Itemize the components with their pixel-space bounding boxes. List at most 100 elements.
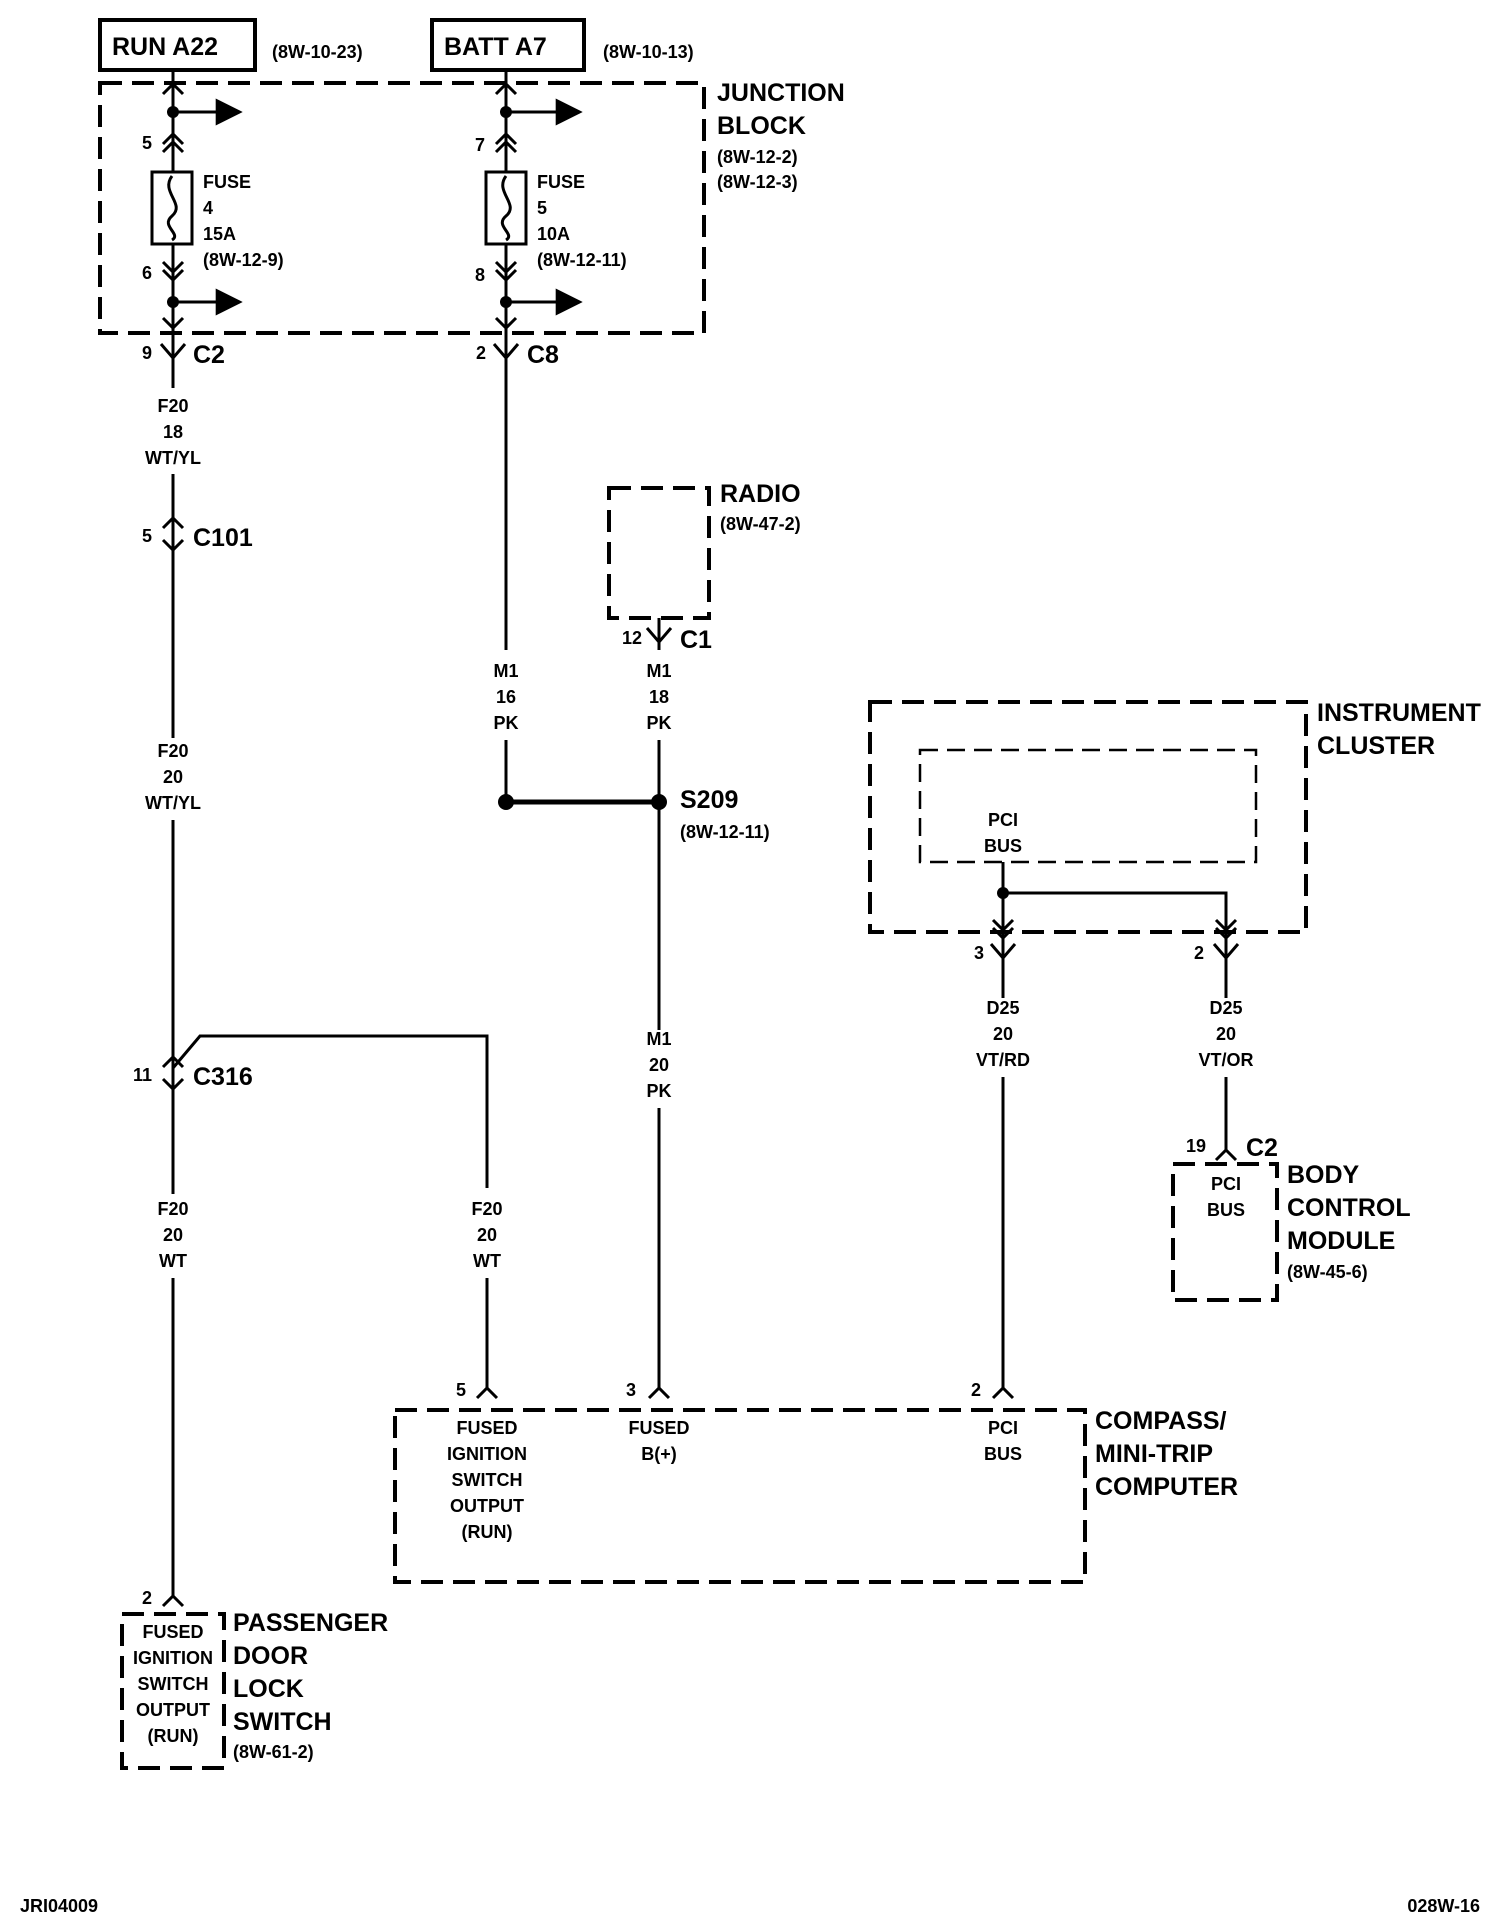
wire-4-line-1: F20 — [471, 1199, 502, 1219]
bcm-ref: (8W-45-6) — [1287, 1262, 1368, 1282]
radio-title: RADIO — [720, 480, 801, 508]
bcm-title-3: MODULE — [1287, 1227, 1395, 1255]
wire-9-line-2: 20 — [1216, 1024, 1236, 1044]
fuse-4-pin-out: 6 — [142, 263, 152, 283]
bcm-inner-1: PCI — [1211, 1174, 1241, 1194]
cmp5-pin: 5 — [456, 1380, 466, 1400]
wire-5-line-2: 16 — [496, 687, 516, 707]
c316-pin: 11 — [133, 1065, 152, 1085]
compass-title-1: COMPASS/ — [1095, 1407, 1227, 1435]
pds-title-1: PASSENGER — [233, 1609, 388, 1637]
fuse-4-line-2: 4 — [203, 198, 213, 218]
junction-block: JUNCTION BLOCK (8W-12-2) (8W-12-3) 5 6 F… — [98, 70, 845, 335]
fuse-4-pin-in: 5 — [142, 133, 152, 153]
s209-name: S209 — [680, 786, 738, 814]
compass-p2-line-1: PCI — [988, 1418, 1018, 1438]
ic3-pin: 3 — [974, 943, 984, 963]
pds-title-3: LOCK — [233, 1675, 304, 1703]
wire-3-line-2: 20 — [163, 1225, 183, 1245]
fuse-4: 5 6 FUSE 4 15A (8W-12-9) — [142, 70, 284, 333]
wire-1-line-1: F20 — [157, 396, 188, 416]
wire-2-line-2: 20 — [163, 767, 183, 787]
compass-p3-line-1: FUSED — [628, 1418, 689, 1438]
pds-inner-4: OUTPUT — [136, 1700, 210, 1720]
wire-4-line-2: 20 — [477, 1225, 497, 1245]
pci-bus-circuit: 3 D25 20 VT/RD 2 2 D25 20 VT/OR 19 C2 — [971, 932, 1278, 1400]
compass-mini-trip-computer: COMPASS/ MINI-TRIP COMPUTER FUSED IGNITI… — [393, 1407, 1238, 1584]
wire-4-line-3: WT — [473, 1251, 501, 1271]
fuse-5-pin-in: 7 — [475, 135, 485, 155]
junction-block-title-2: BLOCK — [717, 112, 806, 140]
run-a22-ref: (8W-10-23) — [272, 42, 363, 62]
ic-title-2: CLUSTER — [1317, 732, 1435, 760]
pds-pin: 2 — [142, 1588, 152, 1608]
wire-9-line-3: VT/OR — [1198, 1050, 1253, 1070]
c2-top-name: C2 — [193, 341, 225, 369]
run-a22-label: RUN A22 — [112, 33, 218, 61]
wire-1-line-3: WT/YL — [145, 448, 201, 468]
wire-7-line-1: M1 — [646, 1029, 671, 1049]
footer-right-code: 028W-16 — [1407, 1896, 1480, 1916]
batt-a7-ref: (8W-10-13) — [603, 42, 694, 62]
c2-top-pin: 9 — [142, 343, 152, 363]
pds-inner-5: (RUN) — [148, 1726, 199, 1746]
c101-pin: 5 — [142, 526, 152, 546]
ic2-pin: 2 — [1194, 943, 1204, 963]
c8-name: C8 — [527, 341, 559, 369]
fuse-4-line-3: 15A — [203, 224, 236, 244]
batt-a7-source: BATT A7 (8W-10-13) — [430, 18, 694, 72]
f20-circuit: 9 C2 F20 18 WT/YL 5 C101 F20 20 WT/YL 11… — [133, 333, 503, 1608]
wire-7-line-3: PK — [646, 1081, 671, 1101]
compass-p5-line-2: IGNITION — [447, 1444, 527, 1464]
pds-ref: (8W-61-2) — [233, 1742, 314, 1762]
radio: RADIO (8W-47-2) — [607, 480, 801, 620]
bcm-conn-name: C2 — [1246, 1134, 1278, 1162]
compass-p5-line-1: FUSED — [456, 1418, 517, 1438]
bcm-pin: 19 — [1186, 1136, 1206, 1156]
pds-inner-3: SWITCH — [138, 1674, 209, 1694]
pds-inner-2: IGNITION — [133, 1648, 213, 1668]
compass-p5-line-4: OUTPUT — [450, 1496, 524, 1516]
pds-inner-1: FUSED — [142, 1622, 203, 1642]
wire-6-line-2: 18 — [649, 687, 669, 707]
pds-title-2: DOOR — [233, 1642, 308, 1670]
compass-title-3: COMPUTER — [1095, 1473, 1238, 1501]
wire-5-line-3: PK — [493, 713, 518, 733]
compass-p2-line-2: BUS — [984, 1444, 1022, 1464]
c1-name: C1 — [680, 626, 712, 654]
wire-6-line-3: PK — [646, 713, 671, 733]
fuse-5-pin-out: 8 — [475, 265, 485, 285]
bcm-title-2: CONTROL — [1287, 1194, 1411, 1222]
m1-circuit: 2 C8 M1 16 PK S209 (8W-12-11) RADIO (8W-… — [476, 333, 801, 1400]
cmp3-pin: 3 — [626, 1380, 636, 1400]
compass-p3-line-2: B(+) — [641, 1444, 677, 1464]
radio-ref: (8W-47-2) — [720, 514, 801, 534]
c316-name: C316 — [193, 1063, 253, 1091]
compass-title-2: MINI-TRIP — [1095, 1440, 1213, 1468]
run-a22-source: RUN A22 (8W-10-23) — [98, 18, 363, 72]
junction-block-ref-2: (8W-12-3) — [717, 172, 798, 192]
bcm-title-1: BODY — [1287, 1161, 1360, 1189]
compass-p5-line-5: (RUN) — [462, 1522, 513, 1542]
wire-2-line-3: WT/YL — [145, 793, 201, 813]
ic-inner-2: BUS — [984, 836, 1022, 856]
wire-6-line-1: M1 — [646, 661, 671, 681]
wire-3-line-1: F20 — [157, 1199, 188, 1219]
junction-block-ref-1: (8W-12-2) — [717, 147, 798, 167]
c8-pin: 2 — [476, 343, 486, 363]
fuse-5-line-3: 10A — [537, 224, 570, 244]
wire-8-line-2: 20 — [993, 1024, 1013, 1044]
wire-2-line-1: F20 — [157, 741, 188, 761]
wire-7-line-2: 20 — [649, 1055, 669, 1075]
ic-title-1: INSTRUMENT — [1317, 699, 1481, 727]
compass-p5-line-3: SWITCH — [452, 1470, 523, 1490]
instrument-cluster: INSTRUMENT CLUSTER PCI BUS — [868, 699, 1481, 941]
fuse-5-line-1: FUSE — [537, 172, 585, 192]
pds-title-4: SWITCH — [233, 1708, 332, 1736]
c101-name: C101 — [193, 524, 253, 552]
junction-block-title-1: JUNCTION — [717, 79, 845, 107]
fuse-5-line-4: (8W-12-11) — [537, 250, 627, 270]
wire-8-line-3: VT/RD — [976, 1050, 1030, 1070]
fuse-5-line-2: 5 — [537, 198, 547, 218]
